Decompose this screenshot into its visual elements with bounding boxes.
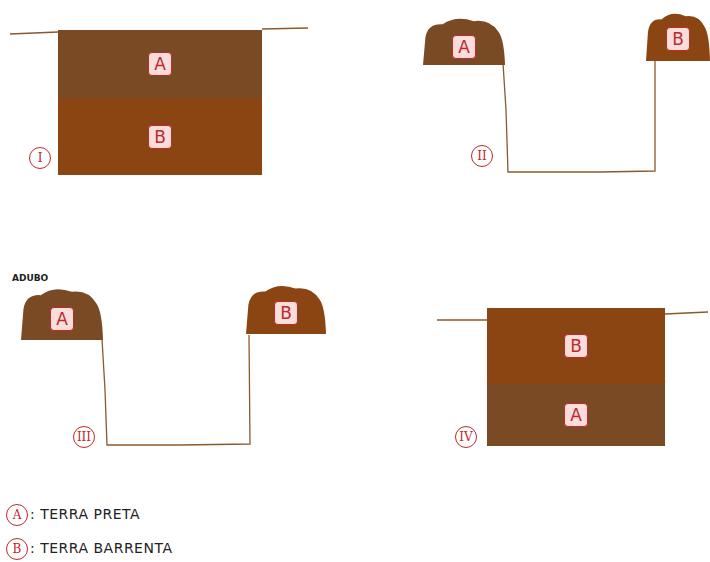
layer-letter: B: [274, 301, 298, 325]
pile-fill: [646, 14, 710, 61]
number-text: A: [13, 508, 22, 522]
layer-letter: A: [50, 307, 74, 331]
legend-letter: B: [6, 538, 28, 560]
step-number: I: [29, 147, 51, 169]
note-label: ADUBO: [12, 273, 48, 283]
number-text: B: [13, 542, 22, 556]
soil-pile: B: [646, 9, 710, 61]
layer-letter: B: [666, 27, 690, 51]
legend-text: : TERRA PRETA: [30, 506, 140, 522]
layer-letter: B: [564, 334, 588, 358]
number-text: IV: [459, 430, 472, 444]
layer-letter: A: [452, 35, 476, 59]
soil-layer: A: [487, 384, 665, 446]
soil-pile: A: [21, 284, 103, 340]
hole-outline: [503, 60, 655, 172]
number-text: I: [38, 151, 43, 165]
number-text: II: [477, 149, 486, 163]
legend-text: : TERRA BARRENTA: [30, 540, 172, 556]
layer-letter: A: [148, 52, 172, 76]
pile-fill: [21, 289, 103, 340]
soil-pile: A: [423, 14, 505, 65]
legend-row: : TERRA PRETA: [30, 506, 140, 522]
soil-layer: A: [58, 30, 262, 98]
number-text: III: [77, 430, 91, 444]
step-number: IV: [455, 426, 477, 448]
layer-letter: A: [564, 403, 588, 427]
pile-fill: [423, 19, 505, 65]
soil-pile: B: [246, 281, 326, 334]
soil-layer: B: [487, 308, 665, 384]
legend-row: : TERRA BARRENTA: [30, 540, 172, 556]
soil-layer: B: [58, 98, 262, 175]
hole-outline: [102, 335, 250, 445]
legend-letter: A: [6, 504, 28, 526]
step-number: III: [73, 426, 95, 448]
step-number: II: [471, 145, 493, 167]
pile-fill: [246, 286, 326, 334]
layer-letter: B: [148, 125, 172, 149]
